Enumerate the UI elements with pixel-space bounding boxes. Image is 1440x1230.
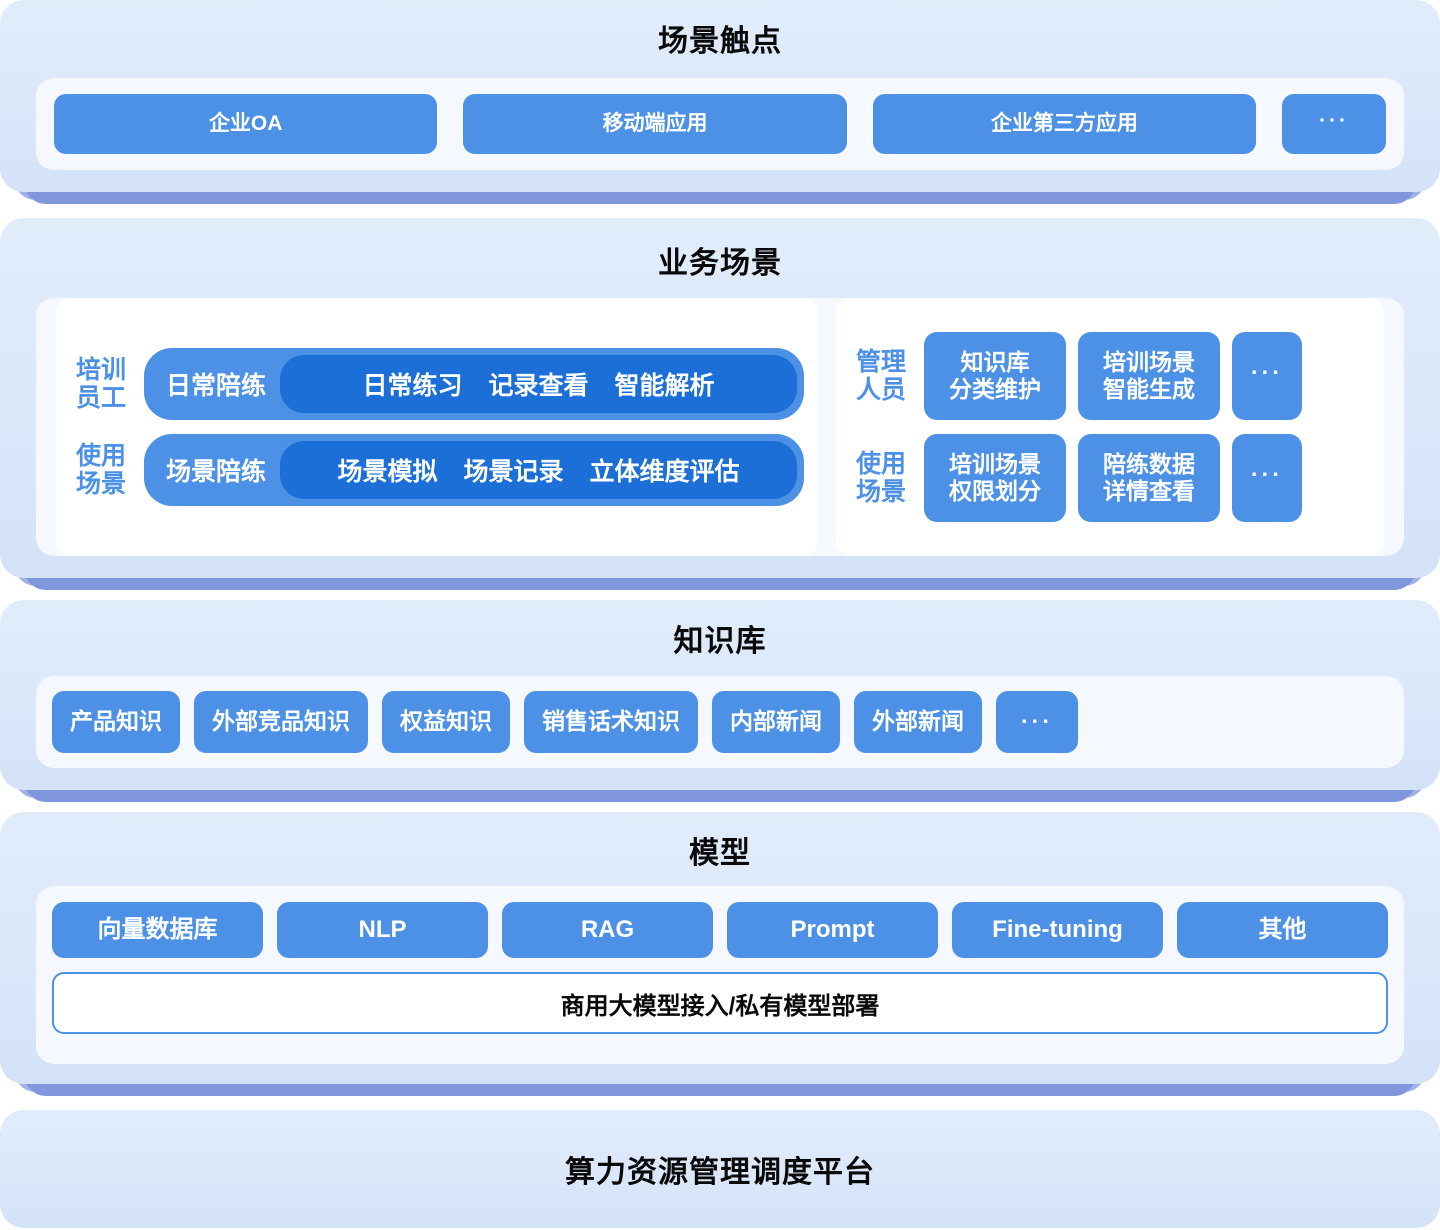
model-chip-other[interactable]: 其他 — [1177, 902, 1388, 958]
model-band: 模型 向量数据库 NLP RAG Prompt Fine-tuning 其他 商… — [0, 812, 1440, 1084]
kb-chip-more-icon[interactable]: ··· — [996, 691, 1078, 753]
scene-coaching-pill[interactable]: 场景陪练 场景模拟 场景记录 立体维度评估 — [144, 434, 804, 506]
model-chip-row: 向量数据库 NLP RAG Prompt Fine-tuning 其他 — [52, 902, 1388, 958]
daily-coaching-items: 日常练习 记录查看 智能解析 — [280, 355, 797, 413]
kb-chip-external-news[interactable]: 外部新闻 — [854, 691, 982, 753]
admin-chip-training-scene-generation[interactable]: 培训场景 智能生成 — [1078, 332, 1220, 420]
model-panel: 向量数据库 NLP RAG Prompt Fine-tuning 其他 商用大模… — [36, 886, 1404, 1064]
touchpoint-chip-third-party-app[interactable]: 企业第三方应用 — [872, 94, 1257, 154]
touchpoint-chip-enterprise-oa[interactable]: 企业OA — [54, 94, 438, 154]
model-chip-prompt[interactable]: Prompt — [727, 902, 938, 958]
scene-coaching-label: 场景陪练 — [166, 458, 267, 486]
daily-coaching-label: 日常陪练 — [166, 372, 267, 400]
scene-item-record[interactable]: 场景记录 — [463, 458, 564, 486]
usage-chip-training-scene-permissions[interactable]: 培训场景 权限划分 — [924, 434, 1066, 522]
kb-chip-competitor-knowledge[interactable]: 外部竞品知识 — [194, 691, 368, 753]
side-label-admin: 管理 人员 — [855, 348, 906, 404]
admin-chip-more-icon[interactable]: ··· — [1232, 332, 1302, 420]
side-label-usage-scene-left: 使用 场景 — [75, 442, 126, 498]
admin-chip-kb-category-maintenance[interactable]: 知识库 分类维护 — [924, 332, 1066, 420]
daily-item-practice[interactable]: 日常练习 — [362, 372, 463, 400]
touchpoints-band: 场景触点 企业OA 移动端应用 企业第三方应用 ··· — [0, 0, 1440, 192]
scene-item-multidimensional-evaluation[interactable]: 立体维度评估 — [589, 458, 740, 486]
business-panel: 培训 员工 日常陪练 日常练习 记录查看 智能解析 — [36, 298, 1404, 556]
usage-chip-more-icon[interactable]: ··· — [1232, 434, 1302, 522]
side-label-usage-scene-right: 使用 场景 — [855, 450, 906, 506]
business-band: 业务场景 培训 员工 日常陪练 日常练习 记录查看 智能解析 — [0, 218, 1440, 578]
model-chip-rag[interactable]: RAG — [502, 902, 713, 958]
section-compute-platform: 算力资源管理调度平台 — [0, 1110, 1440, 1230]
business-left-group: 培训 员工 日常陪练 日常练习 记录查看 智能解析 — [56, 298, 818, 556]
kb-chip-internal-news[interactable]: 内部新闻 — [712, 691, 840, 753]
usage-chip-coaching-data-details[interactable]: 陪练数据 详情查看 — [1078, 434, 1220, 522]
business-title: 业务场景 — [658, 247, 782, 280]
touchpoint-chip-mobile-app[interactable]: 移动端应用 — [463, 94, 847, 154]
kb-chip-sales-script-knowledge[interactable]: 销售话术知识 — [524, 691, 698, 753]
section-knowledge-base: 知识库 产品知识 外部竞品知识 权益知识 销售话术知识 内部新闻 外部新闻 ··… — [0, 600, 1440, 802]
section-touchpoints: 场景触点 企业OA 移动端应用 企业第三方应用 ··· — [0, 0, 1440, 204]
compute-band: 算力资源管理调度平台 — [0, 1110, 1440, 1228]
business-row-admin: 管理 人员 知识库 分类维护 培训场景 智能生成 ··· — [850, 332, 1370, 420]
kb-chip-product-knowledge[interactable]: 产品知识 — [52, 691, 180, 753]
touchpoint-chip-more-icon[interactable]: ··· — [1282, 94, 1386, 154]
daily-coaching-pill[interactable]: 日常陪练 日常练习 记录查看 智能解析 — [144, 348, 804, 420]
knowledge-panel: 产品知识 外部竞品知识 权益知识 销售话术知识 内部新闻 外部新闻 ··· — [36, 676, 1404, 768]
business-right-group: 管理 人员 知识库 分类维护 培训场景 智能生成 ··· 使用 场景 培训场景 … — [836, 298, 1384, 556]
section-business-scenarios: 业务场景 培训 员工 日常陪练 日常练习 记录查看 智能解析 — [0, 218, 1440, 590]
touchpoints-panel: 企业OA 移动端应用 企业第三方应用 ··· — [36, 78, 1404, 170]
model-title: 模型 — [689, 837, 751, 870]
kb-chip-benefits-knowledge[interactable]: 权益知识 — [382, 691, 510, 753]
model-deployment-bar[interactable]: 商用大模型接入/私有模型部署 — [52, 972, 1388, 1034]
scene-item-simulation[interactable]: 场景模拟 — [337, 458, 438, 486]
business-row-usage-scene-left: 使用 场景 场景陪练 场景模拟 场景记录 立体维度评估 — [70, 434, 804, 506]
daily-item-record-view[interactable]: 记录查看 — [488, 372, 589, 400]
touchpoints-title: 场景触点 — [658, 25, 782, 58]
compute-platform-title: 算力资源管理调度平台 — [565, 1156, 875, 1189]
scene-coaching-items: 场景模拟 场景记录 立体维度评估 — [280, 441, 797, 499]
daily-item-smart-analysis[interactable]: 智能解析 — [614, 372, 715, 400]
business-row-usage-scene-right: 使用 场景 培训场景 权限划分 陪练数据 详情查看 ··· — [850, 434, 1370, 522]
model-chip-fine-tuning[interactable]: Fine-tuning — [952, 902, 1163, 958]
side-label-trainee: 培训 员工 — [75, 356, 126, 412]
model-chip-vector-database[interactable]: 向量数据库 — [52, 902, 263, 958]
knowledge-band: 知识库 产品知识 外部竞品知识 权益知识 销售话术知识 内部新闻 外部新闻 ··… — [0, 600, 1440, 790]
model-chip-nlp[interactable]: NLP — [277, 902, 488, 958]
knowledge-title: 知识库 — [673, 625, 767, 658]
business-row-trainee: 培训 员工 日常陪练 日常练习 记录查看 智能解析 — [70, 348, 804, 420]
section-model: 模型 向量数据库 NLP RAG Prompt Fine-tuning 其他 商… — [0, 812, 1440, 1096]
